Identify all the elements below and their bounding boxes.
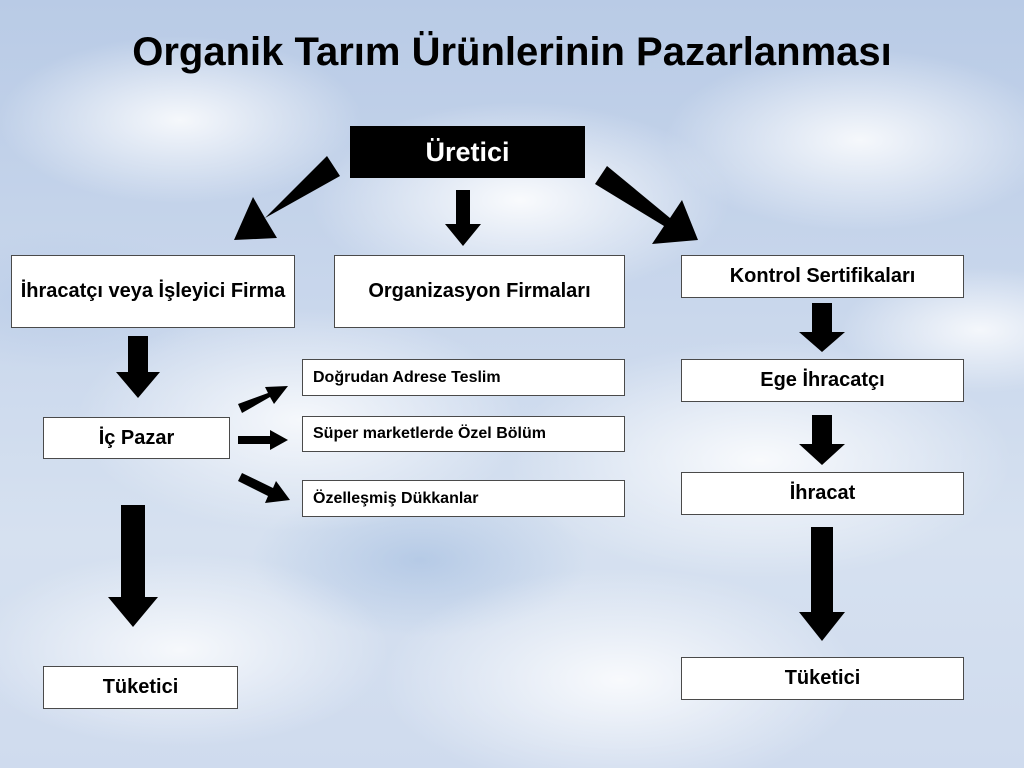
arrow-producer-to-exporter	[234, 156, 340, 240]
arrow-domestic-to-direct	[238, 386, 288, 413]
arrow-domestic-to-supermarket	[238, 430, 288, 450]
node-export: İhracat	[681, 472, 964, 515]
node-direct-delivery: Doğrudan Adrese Teslim	[302, 359, 625, 396]
arrow-control-to-ege	[799, 303, 845, 352]
arrow-producer-to-organization	[445, 190, 481, 246]
arrow-ege-to-export	[799, 415, 845, 465]
node-producer: Üretici	[350, 126, 585, 178]
arrow-producer-to-control	[595, 166, 698, 244]
node-supermarket-section: Süper marketlerde Özel Bölüm	[302, 416, 625, 452]
arrow-export-to-consumer	[799, 527, 845, 641]
node-consumer-right: Tüketici	[681, 657, 964, 700]
node-ege-exporter: Ege İhracatçı	[681, 359, 964, 402]
node-specialized-shops: Özelleşmiş Dükkanlar	[302, 480, 625, 517]
node-organization-firms: Organizasyon Firmaları	[334, 255, 625, 328]
arrow-domestic-to-shops	[238, 473, 290, 503]
page-title: Organik Tarım Ürünlerinin Pazarlanması	[132, 30, 892, 74]
arrow-exporter-to-domestic	[116, 336, 160, 398]
node-domestic-market: İç Pazar	[43, 417, 230, 459]
node-consumer-left: Tüketici	[43, 666, 238, 709]
arrow-domestic-to-consumer	[108, 505, 158, 627]
node-exporter-processor: İhracatçı veya İşleyici Firma	[11, 255, 295, 328]
node-control-certificates: Kontrol Sertifikaları	[681, 255, 964, 298]
